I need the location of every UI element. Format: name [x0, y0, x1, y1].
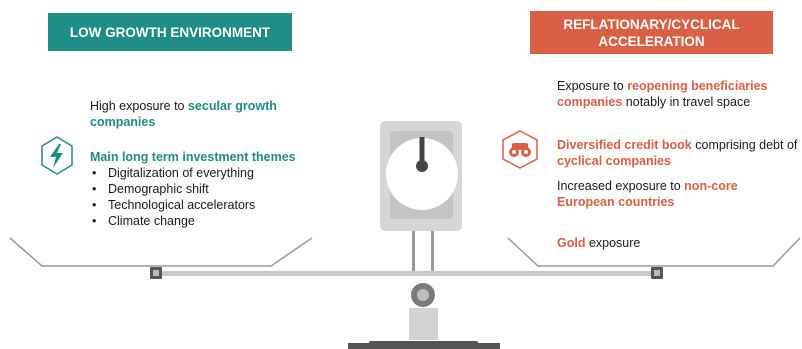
cyclical-companies-highlight: cyclical companies: [557, 154, 671, 168]
reflationary-title: REFLATIONARY/CYCLICAL ACCELERATION: [563, 16, 740, 49]
reflationary-banner: REFLATIONARY/CYCLICAL ACCELERATION: [530, 11, 773, 54]
low-growth-title: LOW GROWTH ENVIRONMENT: [69, 24, 271, 40]
theme-item: Demographic shift: [90, 181, 320, 197]
scale-stand: [409, 308, 438, 340]
credit-book-highlight: Diversified credit book: [557, 138, 692, 152]
theme-item: Climate change: [90, 213, 320, 229]
themes-heading: Main long term investment themes: [90, 150, 296, 164]
scale-needle-hub: [416, 160, 428, 172]
binoculars-hexagon-icon: [502, 130, 538, 169]
scale-pillar-right: [431, 226, 434, 271]
low-growth-banner: LOW GROWTH ENVIRONMENT: [48, 13, 292, 51]
left-pan: [9, 237, 313, 267]
gold-exposure: Gold exposure: [557, 236, 641, 250]
scale-dial: [386, 138, 458, 210]
credit-book: Diversified credit book comprising debt …: [557, 138, 798, 168]
themes-list: Digitalization of everything Demographic…: [90, 165, 320, 229]
scale-beam: [162, 271, 651, 276]
secular-growth-exposure: High exposure to secular growth companie…: [90, 99, 277, 129]
right-pan: [507, 237, 801, 267]
reopening-highlight: reopening beneficiaries companies: [557, 79, 768, 109]
reopening-exposure: Exposure to reopening beneficiaries comp…: [557, 79, 768, 109]
noncore-exposure: Increased exposure to non-core European …: [557, 179, 738, 209]
theme-item: Digitalization of everything: [90, 165, 320, 181]
theme-item: Technological accelerators: [90, 197, 320, 213]
secular-growth-highlight: secular growth companies: [90, 99, 277, 129]
lightning-bolt-hexagon-icon: [41, 136, 73, 175]
gold-highlight: Gold: [557, 236, 586, 250]
scale-pillar-left: [412, 226, 415, 271]
noncore-highlight: non-core European countries: [557, 179, 738, 209]
